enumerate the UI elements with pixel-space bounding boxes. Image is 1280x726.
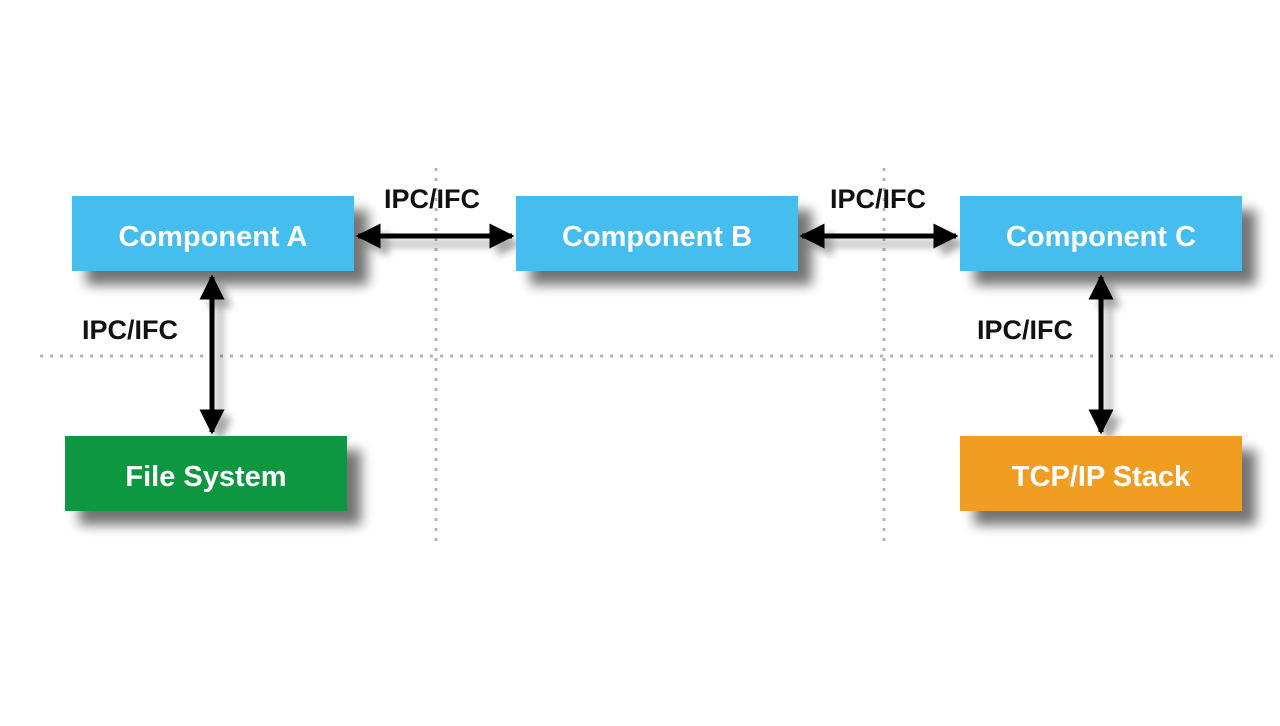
node-labels: Component A Component B Component C File… xyxy=(118,221,1196,493)
link-label-c-tcpip: IPC/IFC xyxy=(977,315,1073,345)
component-b-box[interactable] xyxy=(516,196,798,271)
nodes xyxy=(65,196,1242,511)
component-b-label: Component B xyxy=(562,221,752,253)
link-label-b-c: IPC/IFC xyxy=(830,184,926,214)
component-a-label: Component A xyxy=(118,221,307,253)
link-labels: IPC/IFC IPC/IFC IPC/IFC IPC/IFC xyxy=(82,184,1073,345)
component-c-box[interactable] xyxy=(960,196,1242,271)
tcp-ip-stack-label: TCP/IP Stack xyxy=(1012,461,1191,493)
component-c-label: Component C xyxy=(1006,221,1196,253)
link-label-a-b: IPC/IFC xyxy=(384,184,480,214)
file-system-box[interactable] xyxy=(65,436,347,511)
file-system-label: File System xyxy=(125,461,286,493)
link-label-a-filesystem: IPC/IFC xyxy=(82,315,178,345)
tcp-ip-stack-box[interactable] xyxy=(960,436,1242,511)
dividers xyxy=(40,168,1280,548)
component-a-box[interactable] xyxy=(72,196,354,271)
connections xyxy=(199,223,1114,435)
